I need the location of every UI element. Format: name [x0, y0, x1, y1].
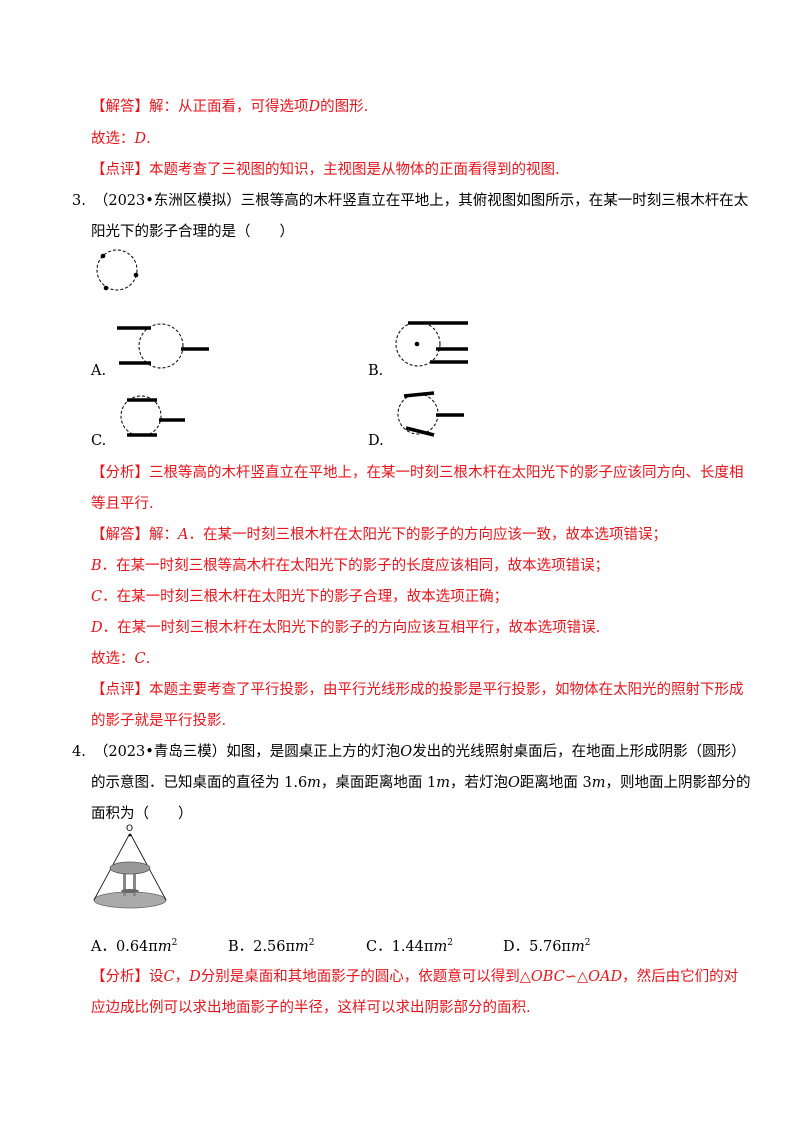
q3-option-b-label[interactable]: B.: [368, 363, 384, 379]
q4-analysis-line1: 【分析】设C，D分别是桌面和其地面影子的圆心，依题意可以得到△OBC∽△OAD，…: [91, 969, 739, 985]
q3-comment-line2: 的影子就是平行投影.: [91, 713, 227, 729]
analysis-tag: 【分析】: [91, 465, 149, 481]
q3-option-b-figure[interactable]: [392, 316, 482, 372]
ground-shadow: [93, 891, 167, 909]
q3-analysis-line1: 【分析】三根等高的木杆竖直立在平地上，在某一时刻三根木杆在太阳光下的影子应该同方…: [91, 465, 744, 481]
pole-dot: [414, 341, 420, 347]
q3-answer-line-b: B．在某一时刻三根等高木杆在太阳光下的影子的长度应该相同，故本选项错误；: [91, 558, 610, 574]
table-top: [109, 861, 151, 875]
q3-option-c-label[interactable]: C.: [91, 433, 107, 449]
lamp-label: O: [126, 824, 133, 834]
q4-lamp-table-figure: O: [93, 824, 167, 909]
q3-top-view-figure: [96, 249, 139, 291]
comment-tag: 【点评】: [91, 682, 149, 698]
table-leg: [133, 872, 136, 896]
q3-question-line1: 3.（2023•东洲区模拟）三根等高的木杆竖直立在平地上，其俯视图如图所示，在某…: [72, 193, 749, 209]
q4-question-line1: 4.（2023•青岛三模）如图，是圆桌正上方的灯泡O发出的光线照射桌面后，在地面…: [72, 744, 746, 760]
q3-choose-line: 故选：C.: [91, 651, 151, 667]
q4-option-c[interactable]: C．1.44πm2: [366, 938, 453, 956]
pole-dot: [133, 272, 139, 278]
pole-dot: [103, 285, 109, 291]
lamp-point: [128, 833, 132, 837]
answer-tag: 【解答】: [91, 99, 149, 115]
q3-option-a-label[interactable]: A.: [91, 363, 107, 379]
q4-question-line2: 的示意图．已知桌面的直径为 1.6m，桌面距离地面 1m，若灯泡O距离地面 3m…: [91, 775, 751, 791]
q4-question-line3: 面积为（ ）: [91, 806, 193, 822]
pole-dot: [100, 253, 106, 259]
q3-answer-line-a: 【解答】解：A．在某一时刻三根木杆在太阳光下的影子的方向应该一致，故本选项错误；: [91, 527, 667, 543]
q3-option-d-figure[interactable]: [392, 388, 472, 444]
analysis-tag: 【分析】: [91, 969, 149, 985]
q3-option-c-figure[interactable]: [113, 392, 193, 442]
question-number: 3.: [72, 193, 86, 209]
q3-option-d-label[interactable]: D.: [368, 433, 384, 449]
q3-answer-line-d: D．在某一时刻三根木杆在太阳光下的影子的方向应该互相平行，故本选项错误.: [91, 620, 601, 636]
comment-tag: 【点评】: [91, 162, 149, 178]
shadow-line: [405, 426, 435, 437]
q4-option-a[interactable]: A．0.64πm2: [91, 938, 178, 956]
shadow-line: [403, 391, 435, 398]
q4-option-d[interactable]: D．5.76πm2: [503, 938, 591, 956]
q3-comment-line1: 【点评】本题主要考查了平行投影，由平行光线形成的投影是平行投影，如物体在太阳光的…: [91, 682, 744, 698]
question-number: 4.: [72, 744, 86, 760]
table-base: [121, 889, 139, 893]
q2-choose-line: 故选：D.: [91, 131, 151, 147]
q3-answer-line-c: C．在某一时刻三根木杆在太阳光下的影子合理，故本选项正确；: [91, 589, 509, 605]
q2-comment-line: 【点评】本题考查了三视图的知识，主视图是从物体的正面看得到的视图.: [91, 162, 560, 178]
q2-answer-line: 【解答】解：从正面看，可得选项D的图形.: [91, 99, 369, 115]
q4-analysis-line2: 应边成比例可以求出地面影子的半径，这样可以求出阴影部分的面积.: [91, 1000, 531, 1016]
q3-question-line2: 阳光下的影子合理的是（ ）: [91, 224, 294, 240]
answer-tag: 【解答】: [91, 527, 149, 543]
q3-analysis-line2: 等且平行.: [91, 496, 154, 512]
dashed-circle: [96, 249, 138, 291]
q3-option-a-figure[interactable]: [115, 318, 215, 370]
table-leg: [123, 872, 126, 896]
q4-option-b[interactable]: B．2.56πm2: [228, 938, 315, 956]
